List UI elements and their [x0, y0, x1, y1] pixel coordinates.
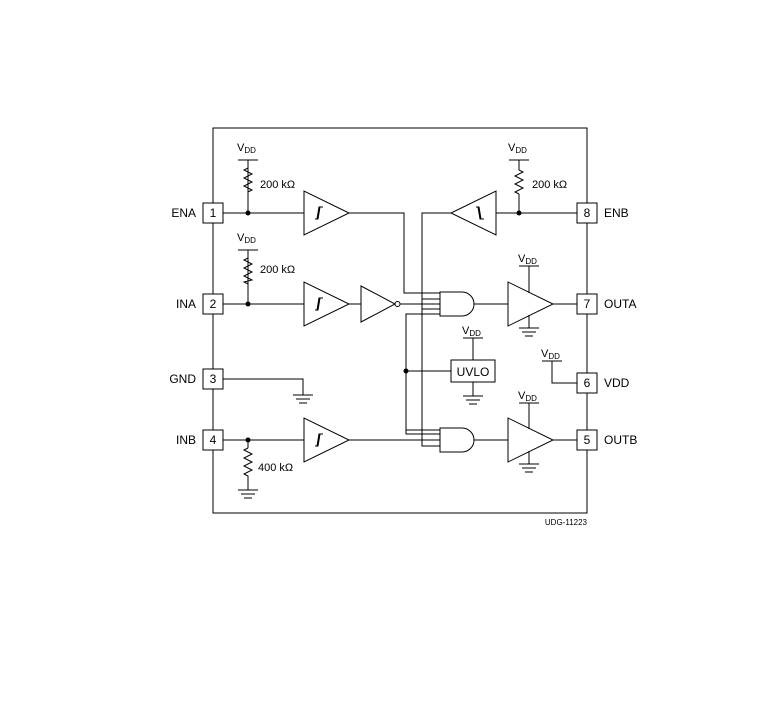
pin-num-4: 4	[210, 433, 217, 447]
resistor-inb	[242, 447, 254, 490]
pin-name-gnd: GND	[169, 372, 196, 386]
resistor-value-ina: 200 kΩ	[260, 264, 295, 276]
pin-name-ena: ENA	[171, 206, 196, 220]
pin-name-enb: ENB	[604, 206, 629, 220]
junction-ena	[245, 210, 251, 216]
vdd-label-pin6: VDD	[541, 348, 560, 361]
vdd-label-ina: VDD	[237, 232, 256, 245]
pin-num-2: 2	[210, 297, 217, 311]
buffer-inb	[303, 417, 351, 463]
junction-enb	[516, 210, 522, 216]
document-id: UDG-11223	[545, 518, 588, 527]
resistor-value-inb: 400 kΩ	[258, 462, 293, 474]
driver-a	[507, 281, 555, 327]
pin-num-5: 5	[584, 433, 591, 447]
and-gate-a	[439, 291, 475, 317]
buffer-ina	[303, 281, 351, 327]
uvlo-label: UVLO	[457, 365, 490, 379]
resistor-ina	[242, 250, 254, 285]
pin-name-outa: OUTA	[604, 297, 636, 311]
pin-num-1: 1	[210, 206, 217, 220]
vdd-label-drv-a: VDD	[518, 253, 537, 266]
pin-num-3: 3	[210, 372, 217, 386]
pin-name-outb: OUTB	[604, 433, 637, 447]
buffer-ena	[303, 190, 351, 236]
pin-name-vdd: VDD	[604, 376, 630, 390]
pin-num-7: 7	[584, 297, 591, 311]
buffer-enb	[449, 190, 497, 236]
inverter-ina	[360, 285, 397, 323]
pin-name-ina: INA	[176, 297, 196, 311]
vdd-label-ena: VDD	[237, 142, 256, 155]
and-gate-b	[439, 427, 475, 453]
driver-b	[507, 417, 555, 463]
resistor-value-enb: 200 kΩ	[532, 179, 567, 191]
junction-ina	[245, 301, 251, 307]
pin-num-8: 8	[584, 206, 591, 220]
package-outline	[212, 127, 588, 514]
resistor-ena	[242, 160, 254, 194]
vdd-label-enb: VDD	[508, 142, 527, 155]
resistor-enb	[513, 160, 525, 195]
vdd-label-uvlo: VDD	[462, 325, 481, 338]
pin-name-inb: INB	[176, 433, 196, 447]
junction-uvlo	[403, 368, 409, 374]
pin-num-6: 6	[584, 376, 591, 390]
junction-inb	[245, 437, 251, 443]
resistor-value-ena: 200 kΩ	[260, 179, 295, 191]
vdd-label-drv-b: VDD	[518, 390, 537, 403]
